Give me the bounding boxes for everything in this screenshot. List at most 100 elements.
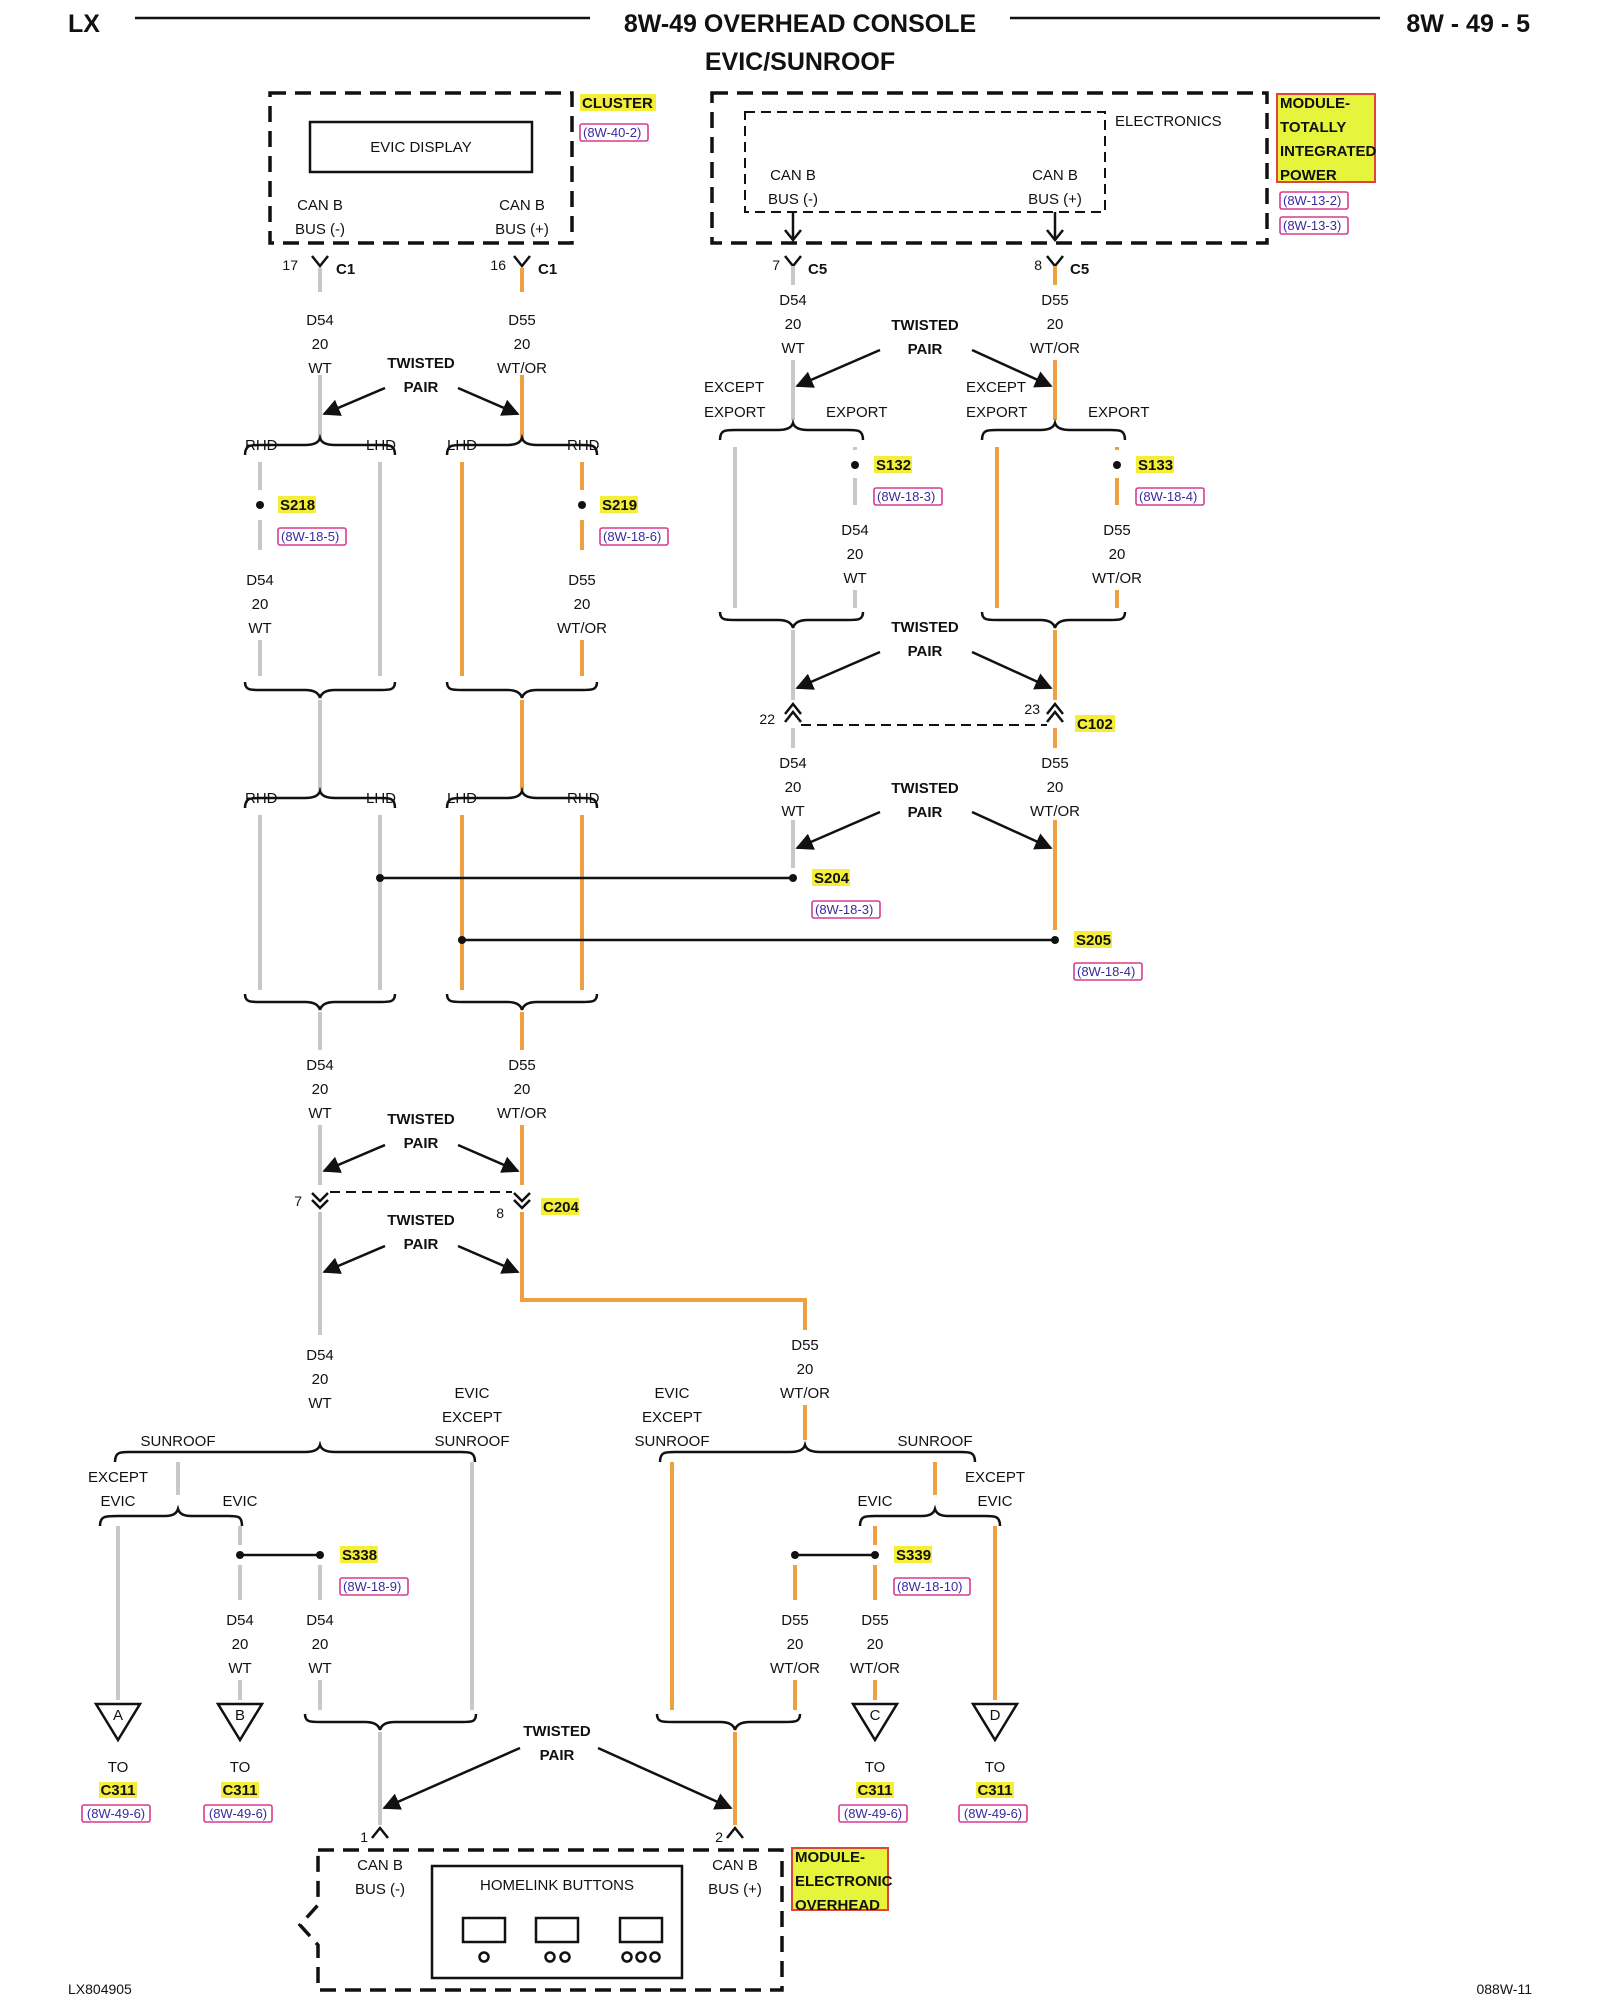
wire-circuit-label: D55 — [781, 1612, 809, 1629]
pair-label: PAIR — [908, 341, 943, 358]
twisted-arrow-icon — [971, 650, 1053, 690]
cluster-name: CLUSTER — [582, 95, 653, 112]
page-subtitle: EVIC/SUNROOF — [705, 48, 895, 76]
c5-label-neg: C5 — [808, 261, 827, 278]
twisted-label: TWISTED — [891, 317, 959, 334]
wire-circuit-label: D55 — [1103, 522, 1131, 539]
wire-circuit-label: D55 — [1041, 755, 1069, 772]
cluster-bus-neg-label: BUS (-) — [295, 221, 345, 238]
wire-circuit-label: D54 — [226, 1612, 254, 1629]
terminal-a-letter: A — [113, 1707, 123, 1724]
rhd-label: RHD — [245, 790, 278, 807]
evic-label: EVIC — [977, 1493, 1012, 1510]
wire-color-label: WT — [248, 620, 271, 637]
twisted-label: TWISTED — [387, 1212, 455, 1229]
to-label: TO — [985, 1759, 1006, 1776]
tipm-bus-pos-label: BUS (+) — [1028, 191, 1082, 208]
wire-gauge-label: 20 — [312, 336, 329, 353]
wire-gauge-label: 20 — [232, 1636, 249, 1653]
s133-ref-box — [1135, 487, 1205, 506]
overhead-box — [297, 1848, 784, 1992]
evic-label: EVIC — [454, 1385, 489, 1402]
tipm-name-3: INTEGRATED — [1280, 143, 1377, 160]
terminal-c-ref-box — [838, 1804, 908, 1823]
rhd-label: RHD — [245, 437, 278, 454]
wire-circuit-label: D55 — [1041, 292, 1069, 309]
overhead-canb-neg-label: CAN B — [357, 1857, 403, 1874]
merge-brace — [718, 611, 865, 629]
splice-dot — [578, 501, 586, 509]
twisted-arrow-icon — [795, 810, 881, 850]
branch-brace — [445, 433, 599, 456]
evic-label: EVIC — [100, 1493, 135, 1510]
s205-ref-box — [1073, 962, 1143, 981]
evic-label: EVIC — [857, 1493, 892, 1510]
homelink-label: HOMELINK BUTTONS — [480, 1877, 634, 1894]
terminal-b-ref: (8W-49-6) — [209, 1806, 267, 1821]
cluster-box — [268, 91, 574, 245]
wire-color-label: WT — [843, 570, 866, 587]
branch-brace — [658, 1440, 977, 1463]
s338-label: S338 — [342, 1547, 377, 1564]
s133-ref: (8W-18-4) — [1139, 489, 1197, 504]
branch-brace — [243, 786, 397, 809]
s219-ref-box — [599, 527, 669, 546]
c5-pin8-label: 8 — [1034, 257, 1042, 273]
terminal-b-icon — [215, 1702, 265, 1743]
c204-highlight — [541, 1198, 579, 1215]
splice-dot — [316, 1551, 324, 1559]
c311-highlight — [976, 1782, 1014, 1798]
wire-color-label: WT — [308, 1660, 331, 1677]
button-2-dot-icon — [559, 1951, 571, 1963]
c5-pin7-label: 7 — [772, 257, 780, 273]
wire-circuit-label: D54 — [306, 1057, 334, 1074]
s204-ref-box — [811, 900, 881, 919]
wire-circuit-label: D54 — [306, 1347, 334, 1364]
twisted-arrow-icon — [382, 1746, 521, 1810]
wire-circuit-label: D54 — [246, 572, 274, 589]
tipm-box — [710, 91, 1269, 245]
overhead-pin1-label: 1 — [360, 1829, 368, 1845]
c204-pin7-label: 7 — [294, 1193, 302, 1209]
wire-circuit-label: D55 — [791, 1337, 819, 1354]
wire-color-label: WT/OR — [770, 1660, 820, 1677]
terminal-d-icon — [970, 1702, 1020, 1743]
terminal-a-ref-box — [81, 1804, 151, 1823]
tipm-name-1: MODULE- — [1280, 95, 1350, 112]
wire-color-label: WT/OR — [1030, 340, 1080, 357]
splice-dot — [236, 1551, 244, 1559]
wire-circuit-label: D54 — [306, 1612, 334, 1629]
twisted-label: TWISTED — [523, 1723, 591, 1740]
splice-dot — [376, 874, 384, 882]
c1-pin16-label: 16 — [490, 257, 506, 273]
wire-gauge-label: 20 — [1047, 779, 1064, 796]
wire-circuit-label: D54 — [841, 522, 869, 539]
export-label: EXPORT — [826, 404, 887, 421]
wire-color-label: WT — [308, 1105, 331, 1122]
to-label: TO — [108, 1759, 129, 1776]
wire-circuit-label: D54 — [779, 292, 807, 309]
overhead-name-3: OVERHEAD — [795, 1897, 880, 1914]
splice-dot — [791, 1551, 799, 1559]
c5-label-pos: C5 — [1070, 261, 1089, 278]
homelink-button-2-icon — [534, 1916, 580, 1944]
splice-highlight — [278, 496, 316, 513]
twisted-arrow-icon — [322, 1143, 386, 1173]
tipm-ref1-box — [1279, 191, 1349, 210]
s132-ref-box — [873, 487, 943, 506]
pair-label: PAIR — [404, 379, 439, 396]
tipm-ref-2: (8W-13-3) — [1283, 218, 1341, 233]
c311-highlight — [99, 1782, 137, 1798]
page-title: 8W-49 OVERHEAD CONSOLE — [624, 10, 976, 38]
wire-color-label: WT/OR — [557, 620, 607, 637]
wire-color-label: WT/OR — [497, 360, 547, 377]
splice-dot — [256, 501, 264, 509]
s133-label: S133 — [1138, 457, 1173, 474]
button-2-dot-icon — [544, 1951, 556, 1963]
cluster-canb-pos-label: CAN B — [499, 197, 545, 214]
wire-color-label: WT — [308, 1395, 331, 1412]
twisted-arrow-icon — [457, 1143, 520, 1173]
wire-color-label: WT — [781, 340, 804, 357]
wire-gauge-label: 20 — [514, 336, 531, 353]
